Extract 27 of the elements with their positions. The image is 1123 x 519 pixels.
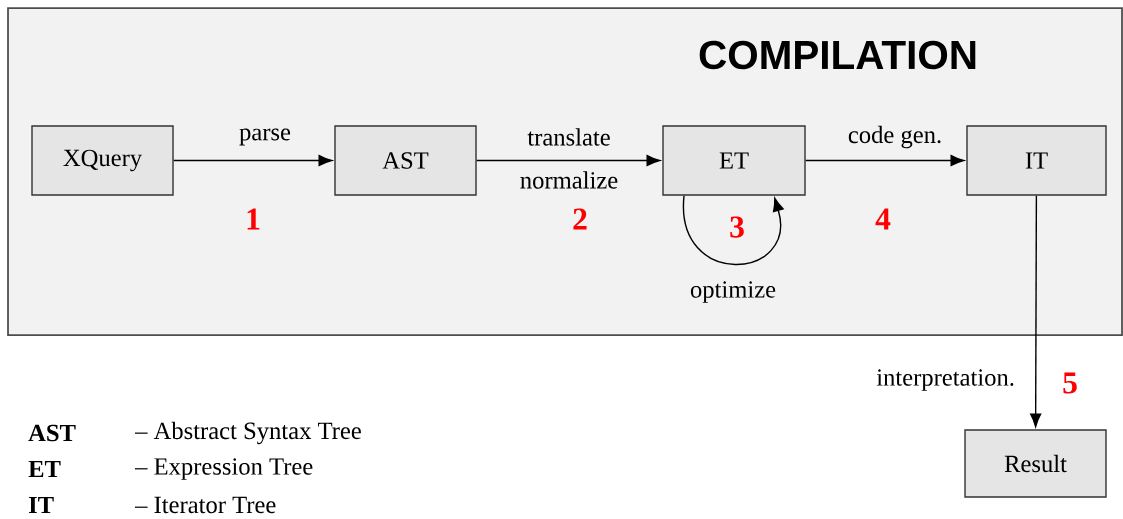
process-box: ET <box>662 125 806 196</box>
arrow <box>805 154 965 167</box>
step-number: 3 <box>730 216 744 238</box>
label-text: – Abstract Syntax Tree <box>134 421 361 445</box>
edge-label: optimize <box>690 281 776 303</box>
step-number: 1 <box>247 208 260 230</box>
arrow <box>476 154 661 167</box>
loop-arrow <box>683 195 784 266</box>
abbreviation: IT <box>28 496 54 514</box>
step-number: 4 <box>875 208 891 230</box>
edge-label: code gen. <box>848 125 941 149</box>
step-caption: normalize <box>520 171 618 189</box>
edge-label: interpretation. <box>876 369 1014 391</box>
step-number: 2 <box>573 208 587 230</box>
edge-label: translate <box>527 128 610 146</box>
label-text: – Iterator Tree <box>134 496 276 514</box>
process-box: AST <box>334 125 477 196</box>
process-box: Result <box>964 429 1107 498</box>
arrow <box>173 154 333 167</box>
abbreviation: ET <box>28 460 61 478</box>
arrow <box>1030 195 1042 428</box>
step-number: 5 <box>1063 372 1077 394</box>
edge-label: parse <box>239 128 291 146</box>
label-text: – Expression Tree <box>134 458 313 480</box>
process-box: XQuery <box>31 125 174 196</box>
process-box: IT <box>966 125 1107 196</box>
abbreviation: AST <box>28 424 76 442</box>
